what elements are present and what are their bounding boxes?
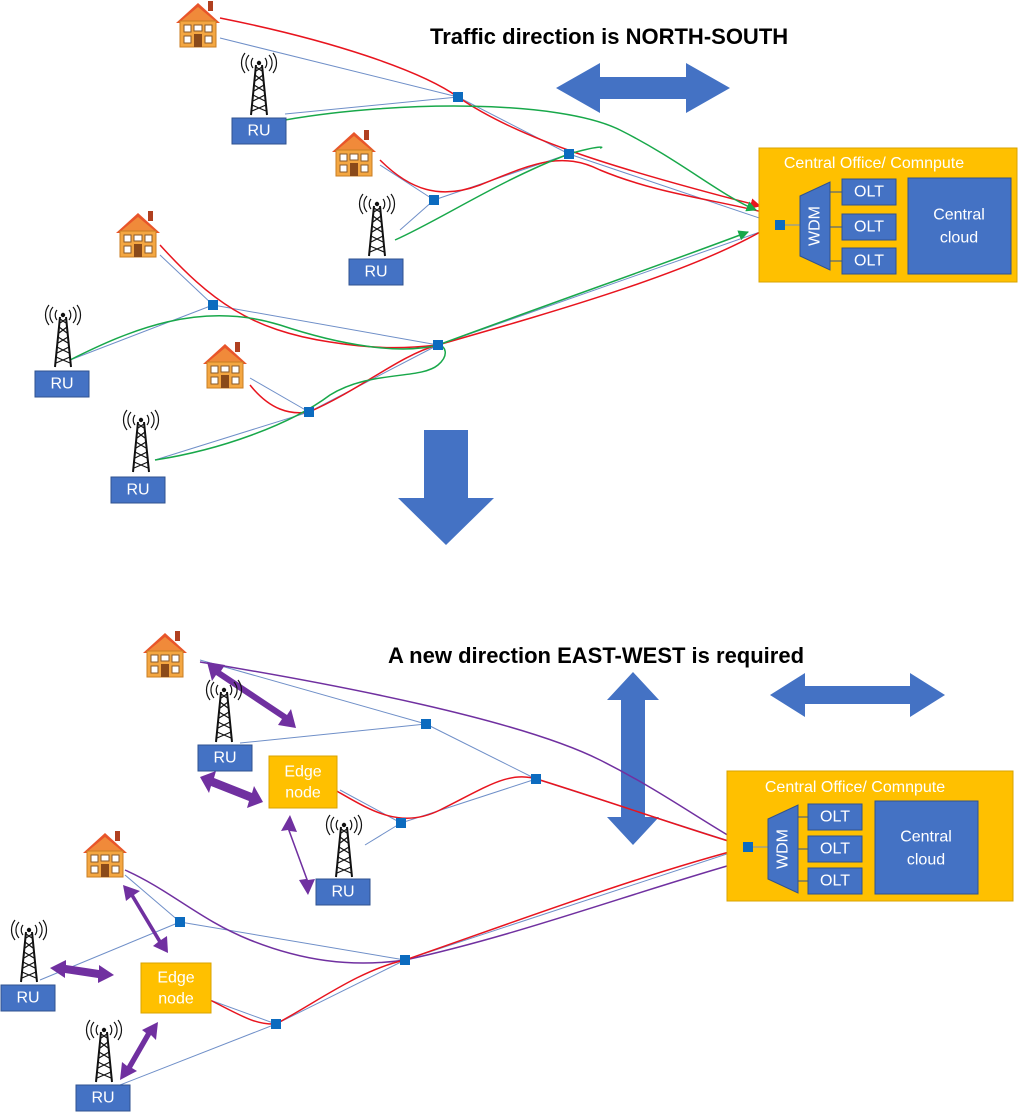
- central-cloud-label: Central: [933, 207, 985, 224]
- splitter: [400, 955, 410, 965]
- splitter: [304, 407, 314, 417]
- top-fiber-lines: [69, 37, 781, 461]
- radio-tower-icon: [205, 679, 243, 743]
- edge-node: Edge node: [140, 962, 212, 1014]
- splitter: [531, 774, 541, 784]
- splitter: [453, 92, 463, 102]
- olt-box: [841, 178, 897, 206]
- top-green-traffic: [69, 105, 757, 461]
- radio-tower-icon: [240, 52, 278, 116]
- edge-node: Edge node: [268, 755, 338, 809]
- ru-box: [110, 476, 166, 504]
- edge-node-label: node: [158, 991, 194, 1008]
- ru-label: RU: [364, 264, 387, 281]
- ru-box: [34, 370, 90, 398]
- ru-label: RU: [126, 482, 149, 499]
- bottom-title: A new direction EAST-WEST is required: [388, 643, 804, 668]
- olt-box: [807, 867, 863, 895]
- ru-label: RU: [50, 376, 73, 393]
- edge-node-label: Edge: [157, 970, 194, 987]
- splitter: [175, 917, 185, 927]
- purple-double-arrow: [207, 662, 296, 728]
- splitter: [429, 195, 439, 205]
- top-title: Traffic direction is NORTH-SOUTH: [430, 24, 788, 49]
- radio-tower-icon: [325, 814, 363, 878]
- splitter: [743, 842, 753, 852]
- purple-double-arrow: [123, 885, 168, 953]
- north-south-arrow: [556, 63, 730, 113]
- olt-box: [841, 247, 897, 275]
- radio-tower-icon: [10, 919, 48, 983]
- ru-box: [315, 878, 371, 906]
- wdm-block: [799, 181, 831, 271]
- radio-tower-icon: [85, 1019, 123, 1083]
- central-cloud-box: [874, 800, 979, 895]
- central-cloud-label: cloud: [940, 230, 978, 247]
- splitter: [421, 719, 431, 729]
- ru-box: [0, 984, 56, 1012]
- bottom-red-links: [209, 776, 801, 1025]
- wdm-block: [767, 804, 799, 894]
- radio-tower-icon: [358, 193, 396, 257]
- purple-double-arrow: [200, 771, 263, 808]
- olt-label: OLT: [820, 841, 850, 858]
- radio-tower-icon: [122, 409, 160, 473]
- ru-box: [348, 258, 404, 286]
- olt-box: [807, 835, 863, 863]
- edge-node-label: node: [285, 785, 321, 802]
- vertical-double-arrow: [607, 672, 659, 845]
- central-office-title: Central Office/ Comnpute: [784, 155, 964, 172]
- bottom-central-office: Central Office/ Comnpute WDM OLT OLT OLT…: [726, 770, 1014, 902]
- bottom-splitters: [175, 719, 541, 1029]
- house-icon: [202, 341, 248, 389]
- wdm-label: WDM: [775, 829, 792, 869]
- top-central-office: Central Office/ Comnpute WDM OLT OLT OLT…: [758, 147, 1018, 283]
- splitter: [433, 340, 443, 350]
- east-west-arrow: [770, 673, 945, 717]
- purple-double-arrow: [50, 960, 114, 983]
- house-icon: [115, 210, 161, 258]
- central-cloud-box: [907, 177, 1012, 275]
- olt-label: OLT: [820, 809, 850, 826]
- splitter: [564, 149, 574, 159]
- olt-label: OLT: [854, 219, 884, 236]
- purple-double-arrow: [281, 815, 315, 895]
- east-west-purple-arrows: [50, 662, 315, 1080]
- splitter: [208, 300, 218, 310]
- splitter: [775, 220, 785, 230]
- bottom-purple-links: [124, 661, 749, 964]
- top-splitters: [208, 92, 574, 417]
- wdm-label: WDM: [807, 206, 824, 246]
- central-cloud-label: cloud: [907, 852, 945, 869]
- purple-double-arrow: [120, 1022, 158, 1080]
- edge-node-label: Edge: [284, 764, 321, 781]
- central-cloud-label: Central: [900, 829, 952, 846]
- transition-down-arrow: [398, 430, 494, 545]
- ru-box: [75, 1084, 131, 1112]
- ru-label: RU: [213, 750, 236, 767]
- olt-box: [841, 213, 897, 241]
- ru-label: RU: [331, 884, 354, 901]
- top-red-traffic: [159, 17, 776, 414]
- splitter: [271, 1019, 281, 1029]
- house-icon: [82, 830, 128, 878]
- ru-box: [197, 744, 253, 772]
- ru-label: RU: [247, 123, 270, 140]
- house-icon: [331, 129, 377, 177]
- ru-label: RU: [16, 990, 39, 1007]
- olt-box: [807, 803, 863, 831]
- house-icon: [142, 630, 188, 678]
- central-office-title: Central Office/ Comnpute: [765, 779, 945, 796]
- ru-label: RU: [91, 1090, 114, 1107]
- splitter: [396, 818, 406, 828]
- house-icon: [175, 0, 221, 48]
- ru-box: [231, 117, 287, 145]
- olt-label: OLT: [854, 184, 884, 201]
- olt-label: OLT: [854, 253, 884, 270]
- olt-label: OLT: [820, 873, 850, 890]
